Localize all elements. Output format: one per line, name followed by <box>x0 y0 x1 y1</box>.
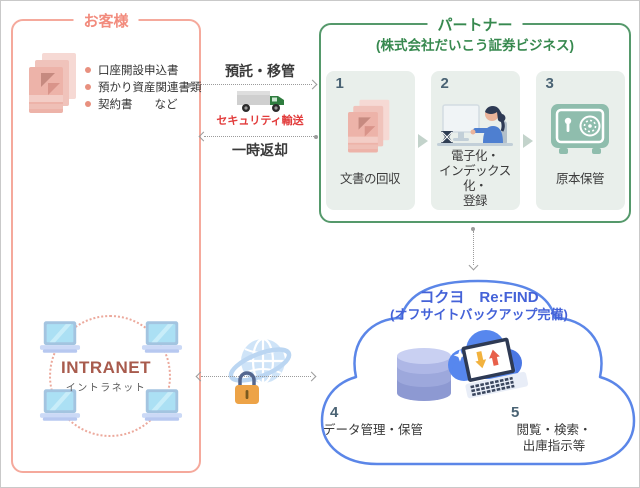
document-name: 預かり資産関連書類 <box>98 81 202 94</box>
partner-to-cloud-arrow <box>468 227 478 271</box>
dotted-line <box>472 231 474 265</box>
lock-icon <box>232 369 262 407</box>
document-stack-icon <box>348 79 392 155</box>
bullet-icon <box>85 100 91 107</box>
document-stack-icon <box>29 53 79 115</box>
document-name: 口座開設申込書 <box>98 64 179 77</box>
partner-company-name: (株式会社だいこう証券ビジネス) <box>376 38 574 53</box>
step-card-digitization: 2 <box>430 71 520 210</box>
database-icon <box>395 346 453 404</box>
partner-section-title: パートナー <box>427 14 523 35</box>
step-number: 2 <box>440 75 449 92</box>
document-name: 契約書 <box>98 98 133 111</box>
document-list-note: など <box>154 98 178 111</box>
truck-icon <box>236 89 286 115</box>
security-transport-label: セキュリティ輸送 <box>216 115 304 127</box>
list-item: 預かり資産関連書類 <box>85 78 202 95</box>
laptop-icon <box>39 389 81 422</box>
scanning-operator-icon <box>437 79 513 155</box>
arrow-right-icon <box>306 371 317 382</box>
cloud-service-subtitle: (オフサイトバックアップ完備) <box>390 307 568 322</box>
arrow-start-dot <box>314 134 318 139</box>
deposit-transfer-label: 預託・移管 <box>225 63 295 79</box>
laptop-icon <box>141 389 183 422</box>
bullet-icon <box>85 83 91 90</box>
cloud-laptop-icon <box>438 321 532 411</box>
step-number: 3 <box>545 75 554 92</box>
arrow-left-icon <box>195 371 206 382</box>
cloud-service-title: コクヨ Re:FIND <box>419 289 539 306</box>
temporary-return-arrow <box>198 131 318 142</box>
customer-document-list: 口座開設申込書 預かり資産関連書類 契約書 など <box>85 61 202 112</box>
step-label: 原本保管 <box>555 171 605 186</box>
arrow-start-dot <box>471 227 475 231</box>
laptop-icon <box>141 321 183 354</box>
dotted-line <box>204 136 314 137</box>
step-label: データ管理・保管 <box>323 423 424 437</box>
step-number: 4 <box>330 404 339 421</box>
list-item: 契約書 など <box>85 95 202 112</box>
globe-icon <box>226 332 294 398</box>
arrow-right-icon <box>307 79 318 90</box>
step-label: 文書の回収 <box>339 171 401 186</box>
intranet-subtitle: イントラネット <box>65 383 147 394</box>
step-number: 1 <box>335 75 344 92</box>
dotted-line <box>192 84 312 85</box>
chevron-right-icon <box>522 133 533 148</box>
arrow-start-dot <box>188 82 192 87</box>
temporary-return-label: 一時返却 <box>232 142 288 158</box>
dotted-line <box>201 376 311 377</box>
intranet-title: INTRANET <box>61 358 151 377</box>
deposit-arrow <box>188 79 318 90</box>
partner-section: パートナー (株式会社だいこう証券ビジネス) 1 文書の <box>319 14 631 223</box>
step-number: 5 <box>511 404 520 421</box>
customer-section-title: お客様 <box>73 10 139 31</box>
safe-icon <box>550 79 610 155</box>
partner-steps: 1 文書の回収 <box>321 71 629 210</box>
bullet-icon <box>85 66 91 73</box>
step-card-document-collection: 1 文書の回収 <box>325 71 415 210</box>
customer-section: お客様 口座開設申込書 預かり資産関連書類 <box>11 10 202 473</box>
intranet-cloud-arrow <box>195 371 317 382</box>
step-label: 閲覧・検索・ 出庫指示等 <box>516 423 592 453</box>
step-card-original-storage: 3 原本保管 <box>535 71 625 210</box>
laptop-icon <box>39 321 81 354</box>
list-item: 口座開設申込書 <box>85 61 202 78</box>
intranet-network-ring <box>49 315 171 437</box>
chevron-right-icon <box>417 133 428 148</box>
step-label: 電子化・ インデックス化・ 登録 <box>439 149 511 208</box>
arrow-down-icon <box>468 260 478 271</box>
